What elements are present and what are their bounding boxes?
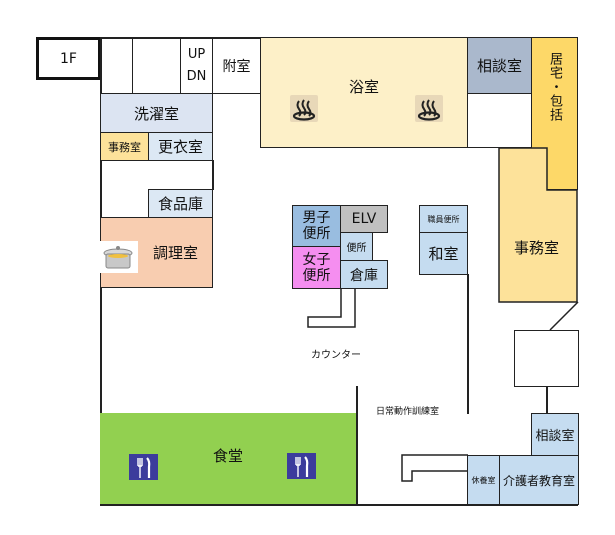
cooking-pot-icon xyxy=(100,241,138,273)
adl-training-label: 日常動作訓練室 xyxy=(376,407,440,417)
hallway-outline xyxy=(401,454,468,482)
wall-segment xyxy=(467,274,469,414)
counter-outline xyxy=(307,288,356,328)
room-womens-wc: 女子便所 xyxy=(292,246,341,289)
room-storage: 倉庫 xyxy=(340,260,388,289)
room-bath: 浴室 xyxy=(260,37,468,148)
fork-knife-icon xyxy=(129,454,158,480)
room-consult-top: 相談室 xyxy=(467,37,532,94)
room-wc: 便所 xyxy=(340,232,373,261)
stairs-up-label: UP xyxy=(187,46,206,62)
room-staff-wc: 職員便所 xyxy=(419,205,468,233)
room-office-main: 事務室 xyxy=(498,147,578,303)
room-japanese: 和室 xyxy=(419,232,468,275)
room-caregiver-edu: 介護者教育室 xyxy=(499,455,579,505)
counter-label: カウンター xyxy=(311,350,361,361)
wall-segment xyxy=(212,160,214,190)
room-office-small: 事務室 xyxy=(100,132,149,161)
wall-segment xyxy=(546,386,548,414)
stairs-down-label: DN xyxy=(186,68,207,84)
stairs: UP DN xyxy=(180,37,213,94)
square-room xyxy=(514,330,579,387)
room-changing: 更衣室 xyxy=(148,132,213,161)
room-annex: 附室 xyxy=(212,37,261,94)
room-mens-wc: 男子便所 xyxy=(292,205,341,247)
diagonal-wall xyxy=(549,301,579,331)
room-rest: 休養室 xyxy=(467,455,500,505)
room-pantry: 食品庫 xyxy=(148,189,213,218)
floor-label: 1F xyxy=(36,37,101,80)
fork-knife-icon xyxy=(287,453,316,479)
top-cell-2 xyxy=(132,37,181,94)
hot-spring-icon xyxy=(415,95,443,122)
room-consult-bottom: 相談室 xyxy=(531,413,579,456)
space-below-consult xyxy=(467,93,532,148)
top-cell-1 xyxy=(100,37,133,94)
hot-spring-icon xyxy=(290,95,318,122)
room-laundry: 洗濯室 xyxy=(100,93,213,133)
room-elevator: ELV xyxy=(340,205,388,233)
